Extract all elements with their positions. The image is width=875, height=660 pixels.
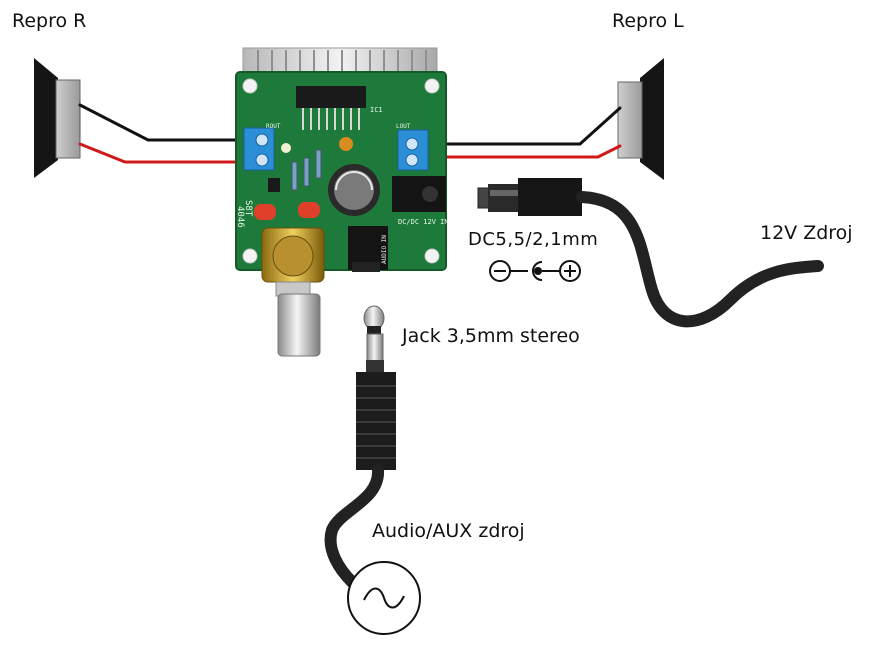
audio-in-label: AUDIO IN: [381, 235, 388, 264]
volume-potentiometer: [261, 227, 325, 357]
speaker-right-label: Repro R: [12, 10, 87, 32]
red-capacitor-2: [298, 202, 320, 218]
ic-chip: IC1: [296, 86, 383, 130]
audio-cable: [324, 464, 384, 588]
jack-label: Jack 3,5mm stereo: [402, 325, 580, 347]
silkscreen-code: 4046: [235, 206, 245, 228]
power-source-label: 12V Zdroj: [760, 222, 853, 244]
terminal-block-left: LOUT: [396, 123, 429, 171]
audio-jack-socket: AUDIO IN: [348, 226, 388, 272]
polarity-symbol: [489, 260, 581, 282]
audio-source-symbol: [347, 561, 421, 635]
dc-in-label: DC/DC 12V IN: [398, 218, 449, 226]
speaker-wires: [78, 103, 622, 164]
rout-label: ROUT: [266, 123, 281, 130]
silkscreen-id: S8T: [243, 200, 253, 217]
ic-label: IC1: [370, 106, 383, 114]
speaker-left-label: Repro L: [612, 10, 684, 32]
audio-source-label: Audio/AUX zdroj: [372, 520, 525, 542]
wire-black-left: [410, 106, 622, 146]
speaker-left: [617, 58, 664, 180]
dc-connector-label: DC5,5/2,1mm: [468, 229, 599, 250]
electrolytic-capacitor: [328, 164, 380, 216]
power-cable: [576, 191, 824, 328]
amplifier-board: IC1 ROUT LOUT: [235, 47, 449, 357]
wire-red-left: [410, 144, 622, 159]
resistors: [291, 149, 322, 191]
ceramic-capacitor: [339, 137, 353, 151]
dc-jack-socket: DC/DC 12V IN: [392, 176, 449, 226]
led: [281, 143, 291, 153]
jack-plug: [356, 305, 396, 470]
red-capacitor-1: [254, 204, 276, 220]
wire-black-right: [78, 103, 260, 142]
lout-label: LOUT: [396, 123, 411, 130]
terminal-block-right: ROUT: [243, 123, 281, 171]
dc-plug: [477, 178, 582, 216]
wire-red-right: [78, 142, 260, 164]
speaker-right: [34, 58, 81, 178]
